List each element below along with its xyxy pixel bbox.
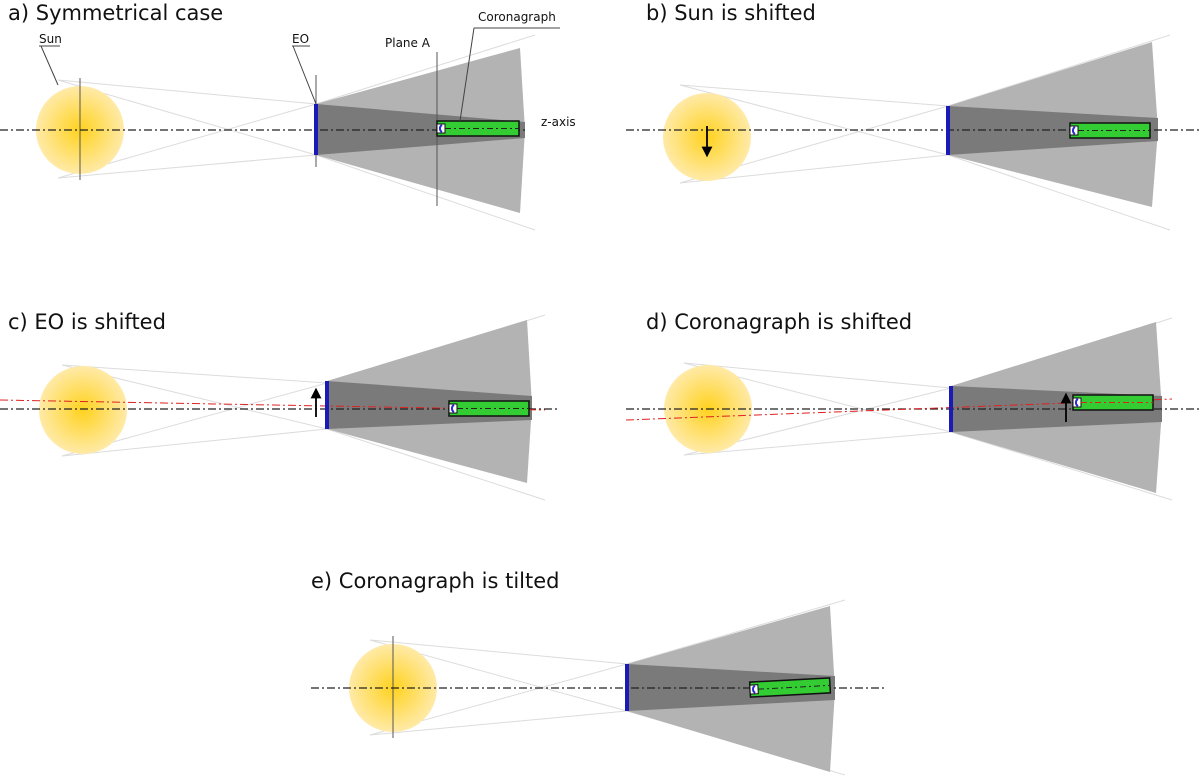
panel-a: a) Symmetrical case Sun EO P xyxy=(0,1,576,231)
panel-b-title: b) Sun is shifted xyxy=(646,1,816,25)
coronagraph xyxy=(1072,394,1154,411)
eo-label: EO xyxy=(292,32,309,46)
coronagraph xyxy=(1069,122,1151,139)
coronagraph xyxy=(748,677,832,698)
coronagraph-label: Coronagraph xyxy=(478,10,556,24)
faint-ray-lines xyxy=(679,34,1171,231)
z-axis-label: z-axis xyxy=(541,115,576,129)
coronagraph xyxy=(436,120,520,137)
coronagraph-leader xyxy=(459,27,475,122)
panel-d: d) Coronagraph is shifted xyxy=(625,310,1200,501)
panel-c-title: c) EO is shifted xyxy=(8,310,166,334)
panel-a-title: a) Symmetrical case xyxy=(8,1,223,25)
plane-a-label: Plane A xyxy=(385,36,431,50)
coronagraph xyxy=(448,400,530,417)
panel-b: b) Sun is shifted xyxy=(626,1,1200,231)
eo-leader xyxy=(292,45,317,105)
sun-leader xyxy=(40,45,59,86)
shadow-cone xyxy=(327,381,532,429)
panel-e: e) Coronagraph is tilted xyxy=(311,569,885,776)
panel-c: c) EO is shifted xyxy=(0,310,560,501)
panel-d-title: d) Coronagraph is shifted xyxy=(646,310,912,334)
sun xyxy=(39,366,127,454)
panel-e-title: e) Coronagraph is tilted xyxy=(311,569,559,593)
sun-label: Sun xyxy=(39,32,62,46)
